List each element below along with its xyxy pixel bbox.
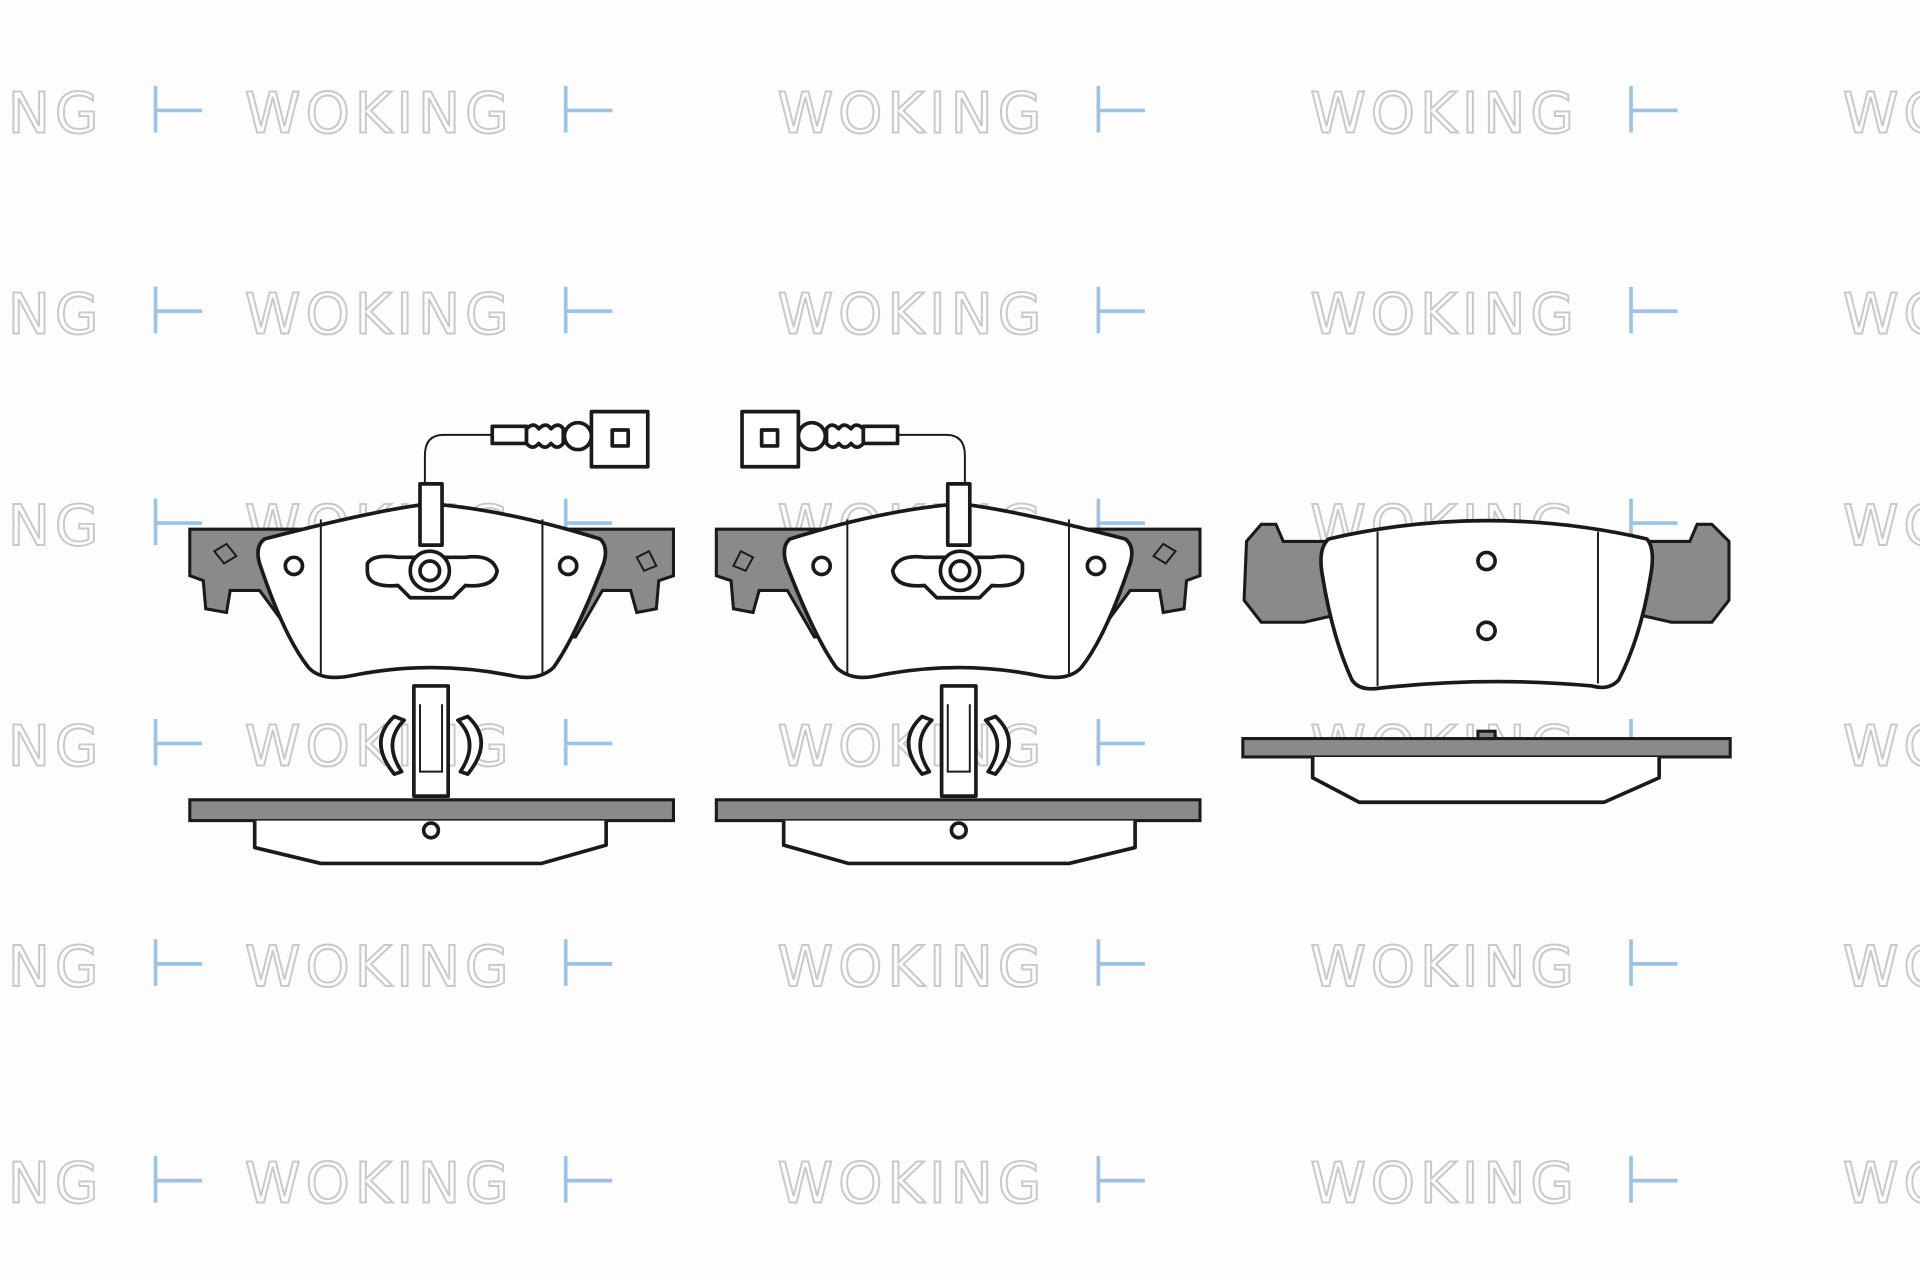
watermark-mark-icon [153,85,203,133]
watermark-mark-icon [1629,286,1678,334]
watermark-mark-icon [153,498,203,546]
watermark-text: WOKING [1843,1152,1920,1217]
watermark-mark-icon [153,1156,203,1203]
watermark-mark-icon [563,1156,613,1203]
watermark-text: WOKING [245,282,514,347]
watermark-mark-icon [153,939,203,986]
watermark-text: WOKING [1843,494,1920,559]
watermark-text: WOKING [0,282,103,347]
brake-pad-with-sensor-right [714,409,1202,866]
watermark-mark-icon [1096,286,1145,334]
watermark-mark-icon [1096,1156,1145,1203]
watermark-mark-icon [153,718,203,766]
watermark-text: WOKING [0,81,103,146]
watermark-text: WOKING [778,282,1047,347]
watermark-mark-icon [1629,85,1678,133]
watermark-text: WOKING [245,1152,514,1217]
watermark-text: WOKING [0,715,103,780]
watermark-mark-icon [1629,1156,1678,1203]
watermark-text: WOKING [778,1152,1047,1217]
watermark-text: WOKING [778,81,1047,146]
watermark-mark-icon [563,939,613,986]
watermark-mark-icon [1629,939,1678,986]
watermark-text: WOKING [1310,935,1579,1000]
watermark-mark-icon [153,286,203,334]
watermark-text: WOKING [1843,81,1920,146]
watermark-text: WOKING [1310,282,1579,347]
watermark-mark-icon [563,718,613,766]
watermark-text: WOKING [1843,935,1920,1000]
watermark-mark-icon [563,85,613,133]
brake-pad-with-sensor-left [187,409,676,866]
watermark-mark-icon [1096,85,1145,133]
watermark-text: WOKING [1843,715,1920,780]
watermark-mark-icon [1096,718,1145,766]
watermark-text: WOKING [245,81,514,146]
watermark-text: WOKING [0,494,103,559]
watermark-mark-icon [1096,939,1145,986]
watermark-text: WOKING [0,935,103,1000]
watermark-layer: WOKING WOKING WOKING WOKING WOKING WOKING WOKI… [0,80,1920,1217]
watermark-text: WOKING [1310,1152,1579,1217]
watermark-text: WOKING [1843,282,1920,347]
watermark-text: WOKING [1310,81,1579,146]
watermark-text: WOKING [0,1152,103,1217]
watermark-text: WOKING [245,935,514,1000]
watermark-mark-icon [563,286,613,334]
watermark-text: WOKING [778,935,1047,1000]
brake-pad-plain [1241,518,1732,805]
